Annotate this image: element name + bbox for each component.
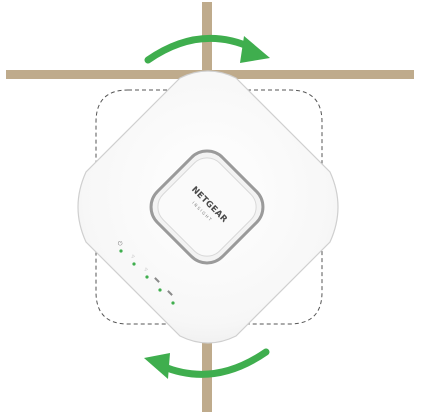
2ghz-led-icon: ⌔ — [129, 253, 137, 266]
arrow-rotate-counterclockwise-icon — [144, 348, 270, 379]
lan-led-icon — [154, 277, 162, 292]
logo-plate-inner — [157, 157, 257, 257]
power-led-icon: ⏻ — [116, 239, 124, 253]
svg-text:⌔: ⌔ — [129, 253, 137, 261]
svg-text:⏻: ⏻ — [116, 239, 124, 247]
status-led-strip: ⏻ ⌔ ⌔ — [116, 239, 175, 305]
insight-led-icon — [167, 290, 175, 305]
svg-text:⌔: ⌔ — [142, 266, 150, 274]
rotated-position-outline — [95, 89, 323, 325]
arrow-rotate-clockwise-icon — [144, 34, 270, 64]
5ghz-led-icon: ⌔ — [142, 266, 150, 279]
